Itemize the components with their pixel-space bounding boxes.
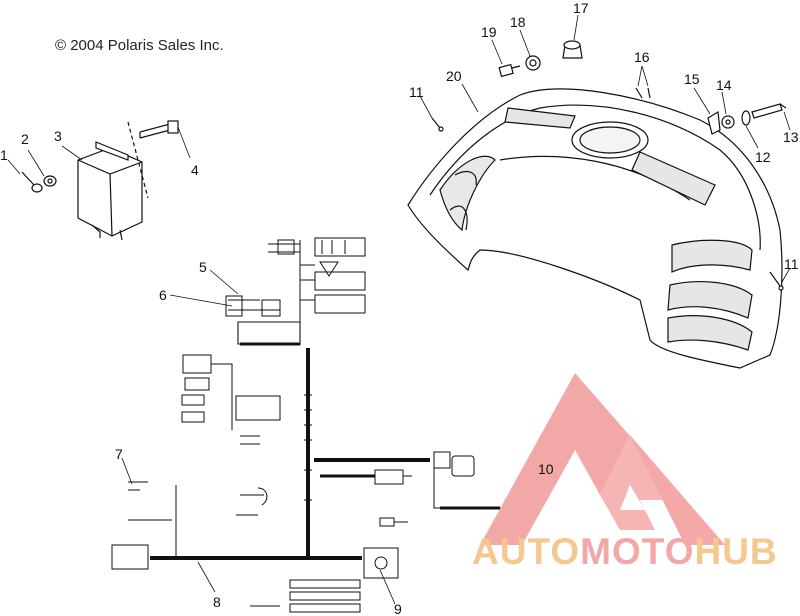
callout-17: 17 (573, 0, 589, 16)
callout-11-lower: 11 (784, 256, 799, 272)
callout-2: 2 (21, 131, 29, 147)
callout-6: 6 (159, 287, 167, 303)
callout-19: 19 (481, 24, 497, 40)
dash-panel (407, 83, 791, 369)
small-parts (491, 14, 791, 149)
callout-3: 3 (54, 128, 62, 144)
callout-10: 10 (538, 461, 554, 477)
callout-13: 13 (783, 129, 799, 145)
wordmark-part-auto: AUTO (472, 531, 581, 572)
callout-14: 14 (716, 77, 732, 93)
wordmark-part-hub: HUB (694, 531, 778, 572)
callout-11-upper: 11 (409, 84, 424, 100)
control-module-assembly (7, 120, 191, 241)
callout-8: 8 (213, 594, 221, 610)
callout-15: 15 (684, 71, 700, 87)
callout-16: 16 (634, 49, 650, 65)
callout-5: 5 (199, 259, 207, 275)
callout-7: 7 (115, 446, 123, 462)
callout-12: 12 (755, 149, 771, 165)
callout-20: 20 (446, 68, 462, 84)
callout-1: 1 (0, 147, 8, 163)
automotohub-logo (480, 373, 725, 545)
copyright-text: © 2004 Polaris Sales Inc. (55, 37, 224, 54)
callout-4: 4 (191, 162, 199, 178)
wordmark-part-moto: MOTO (580, 531, 695, 572)
callout-18: 18 (510, 14, 526, 30)
callout-9: 9 (394, 601, 402, 616)
automotohub-wordmark: AUTOMOTOHUB (472, 532, 778, 572)
